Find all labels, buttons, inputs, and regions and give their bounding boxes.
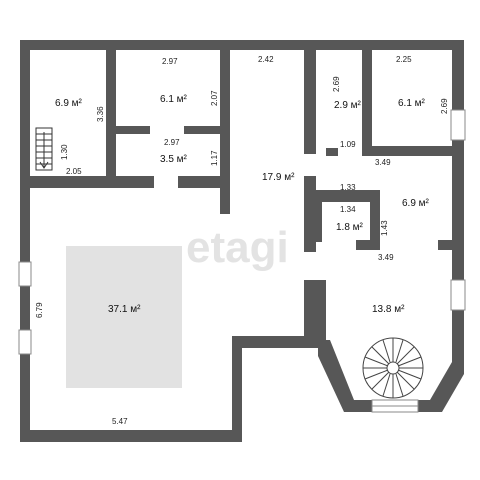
dim-1-33: 1.33 bbox=[340, 183, 356, 192]
dim-5-47: 5.47 bbox=[112, 417, 128, 426]
dim-6-79: 6.79 bbox=[35, 302, 44, 318]
dim-1-09: 1.09 bbox=[340, 140, 356, 149]
area-corridor: 17.9 м² bbox=[262, 172, 295, 183]
dim-3-36: 3.36 bbox=[96, 106, 105, 122]
dim-2-42: 2.42 bbox=[258, 55, 274, 64]
dim-1-30: 1.30 bbox=[60, 144, 69, 160]
straight-staircase bbox=[35, 127, 53, 171]
watermark: etagi bbox=[186, 223, 289, 272]
dim-1-17: 1.17 bbox=[210, 150, 219, 166]
dim-2-05: 2.05 bbox=[66, 167, 82, 176]
area-room-3: 2.9 м² bbox=[334, 100, 362, 111]
dim-1-43: 1.43 bbox=[380, 220, 389, 236]
spiral-staircase bbox=[362, 337, 424, 399]
area-room-4: 6.1 м² bbox=[398, 98, 426, 109]
dim-3-49-bottom: 3.49 bbox=[378, 253, 394, 262]
windows bbox=[18, 109, 466, 413]
hall-floor-area bbox=[66, 246, 182, 388]
window-right-top bbox=[450, 109, 466, 141]
dim-1-34: 1.34 bbox=[340, 205, 356, 214]
area-room-bay: 13.8 м² bbox=[372, 304, 405, 315]
area-room-mid-right: 6.9 м² bbox=[402, 198, 430, 209]
window-right-middle bbox=[450, 279, 466, 311]
dim-2-25: 2.25 bbox=[396, 55, 412, 64]
dim-2-97-mid: 2.97 bbox=[164, 138, 180, 147]
area-hall: 37.1 м² bbox=[108, 304, 141, 315]
area-room-2: 6.1 м² bbox=[160, 94, 188, 105]
dim-2-97-top: 2.97 bbox=[162, 57, 178, 66]
dim-2-69-left: 2.69 bbox=[332, 76, 341, 92]
window-left-upper bbox=[18, 261, 32, 287]
area-room-small-right: 1.8 м² bbox=[336, 222, 364, 233]
dim-2-07: 2.07 bbox=[210, 90, 219, 106]
dim-3-49-top: 3.49 bbox=[375, 158, 391, 167]
area-closet: 3.5 м² bbox=[160, 154, 188, 165]
dim-2-69-right: 2.69 bbox=[440, 98, 449, 114]
area-stair-room: 6.9 м² bbox=[55, 98, 83, 109]
window-left-lower bbox=[18, 329, 32, 355]
